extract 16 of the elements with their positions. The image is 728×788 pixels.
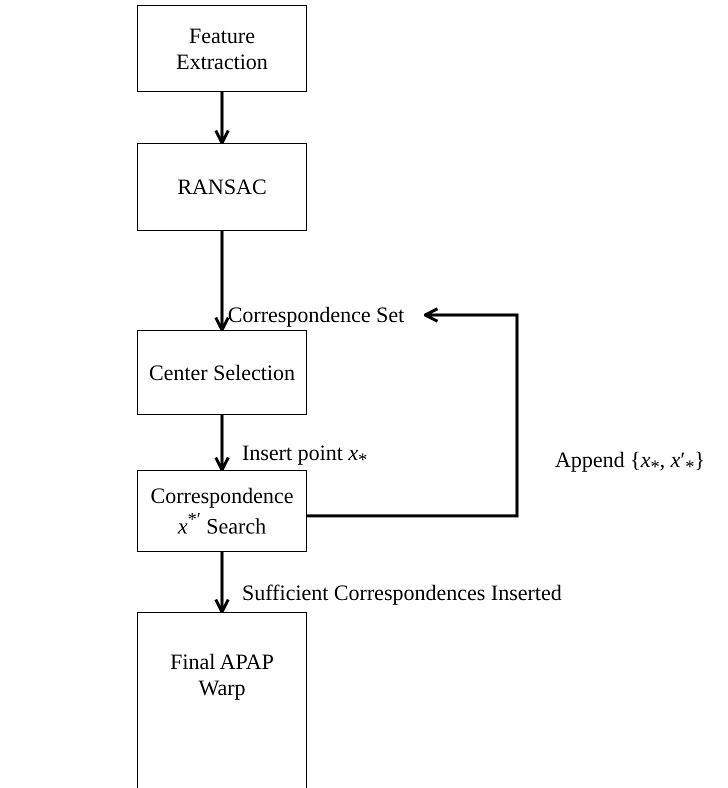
process-box xyxy=(137,612,307,788)
arrow xyxy=(307,307,518,518)
process-box xyxy=(137,330,307,415)
arrow xyxy=(214,231,230,332)
process-box xyxy=(137,470,307,552)
arrow xyxy=(214,552,230,614)
text-label: Correspondence Set xyxy=(210,300,422,330)
box-label: Feature Extraction xyxy=(175,22,269,74)
box-label: Correspondence x$^{*′}$ Search xyxy=(150,482,294,540)
process-box xyxy=(137,143,307,231)
process-box xyxy=(137,5,307,92)
box-label: RANSAC xyxy=(177,174,267,200)
arrow xyxy=(214,92,230,144)
box-label: Center Selection xyxy=(148,360,295,386)
box-label: Final APAP Warp xyxy=(169,649,275,701)
arrow xyxy=(214,415,230,472)
